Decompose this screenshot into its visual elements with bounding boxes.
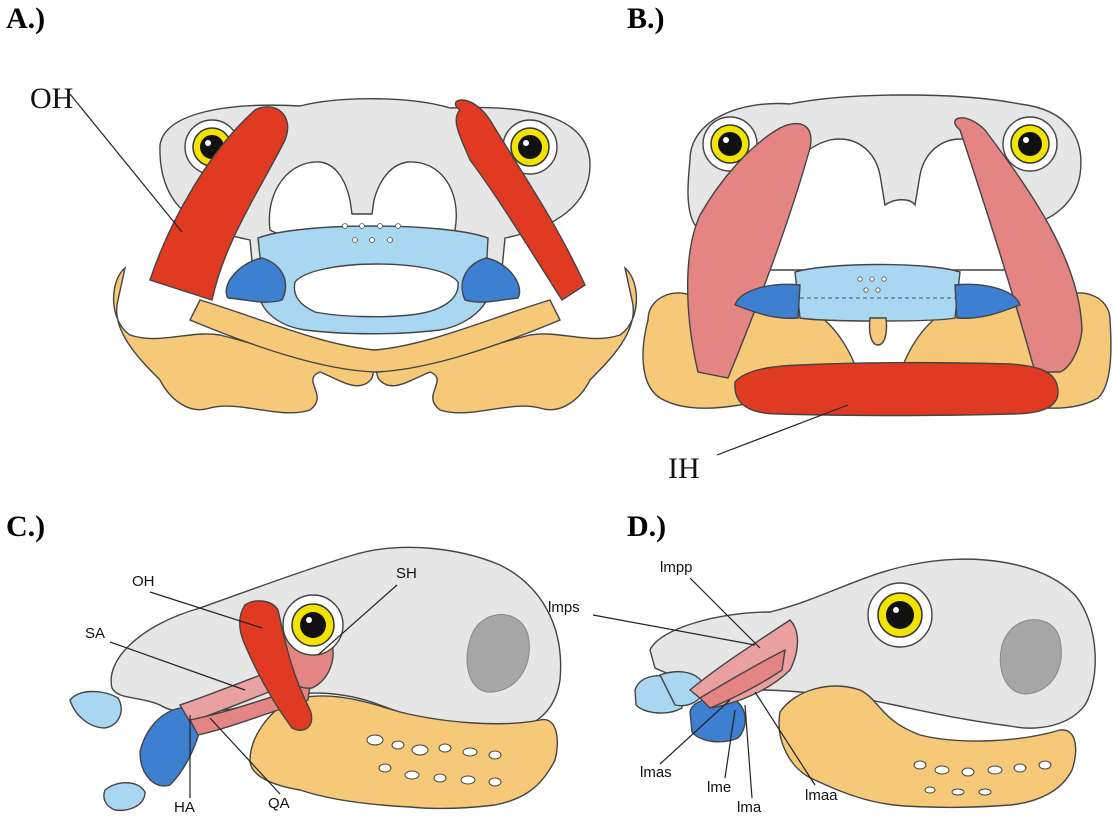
panel-c-ha-label: HA (174, 799, 195, 816)
panel-d-eye (868, 583, 932, 647)
panel-d-lma-leader (745, 705, 752, 798)
panel-c-blue-light-1 (70, 692, 121, 729)
panel-b-ih-label: IH (668, 452, 700, 485)
panel-c-blue-light-2 (104, 783, 145, 811)
panel-b-median-process (869, 318, 886, 345)
panel-b-right-eye (1003, 117, 1057, 171)
panel-a-illustration: OH (30, 82, 636, 413)
panel-c-sa-label: SA (85, 625, 105, 642)
panel-c-oh-label: OH (132, 573, 155, 590)
panel-d-illustration: lmpp lmps lmas lme lma lmaa (548, 559, 1095, 816)
panel-c-eye (283, 595, 343, 655)
panel-a-oh-label: OH (30, 82, 73, 115)
panel-b-hyobranchial (795, 265, 960, 322)
panel-d-lmaa-label: lmaa (805, 787, 838, 804)
panel-d-lma-label: lma (737, 799, 762, 816)
panel-d-lmas-label: lmas (640, 764, 672, 781)
panel-d-lmps-label: lmps (548, 599, 580, 616)
panel-c-illustration: OH SH SA HA QA (70, 547, 561, 816)
panel-c-sh-label: SH (396, 565, 417, 582)
panel-b-ih-muscle (735, 363, 1058, 416)
panel-c-qa-label: QA (268, 795, 290, 812)
panel-a-hyobranchial-void (294, 264, 458, 317)
panel-d-lme-label: lme (707, 779, 731, 796)
panel-d-lmpp-label: lmpp (660, 559, 693, 576)
panel-b-illustration: IH (643, 95, 1111, 485)
